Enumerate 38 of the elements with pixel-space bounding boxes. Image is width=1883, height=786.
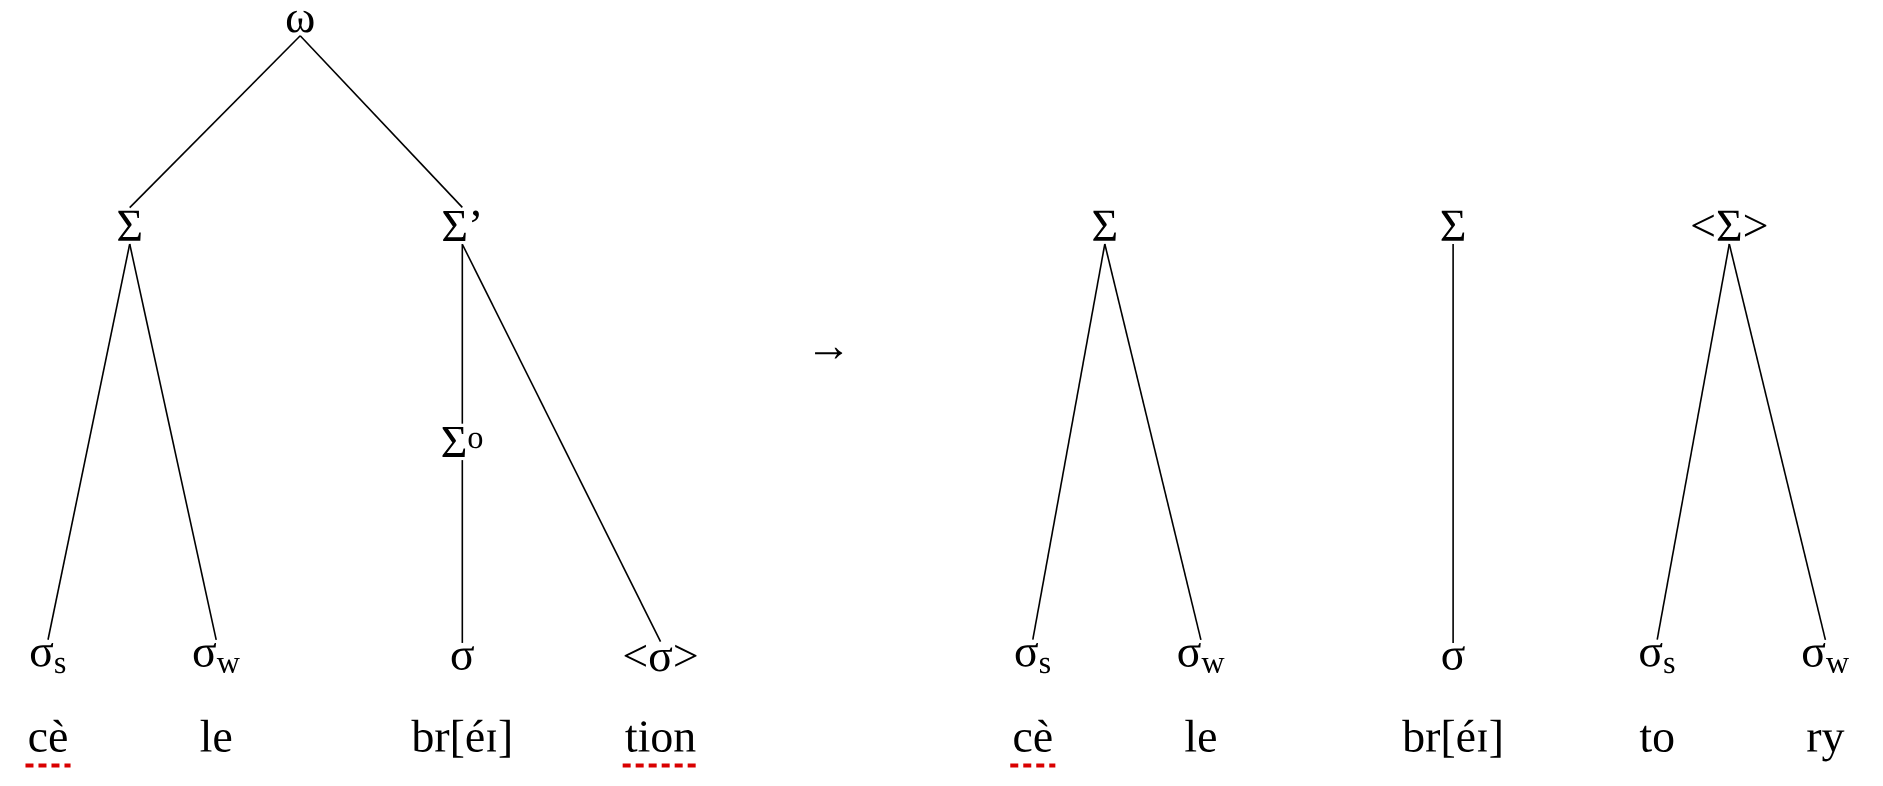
tree-branch <box>1728 243 1827 641</box>
word-syllable: ry <box>1807 729 1845 762</box>
tree-branch <box>128 243 217 641</box>
tree-node-label: ω <box>286 10 314 33</box>
tree-branch <box>461 243 662 643</box>
word-syllable: tion <box>625 721 696 752</box>
tree-branch <box>461 459 464 644</box>
tree-node-label: Σ’ <box>443 210 479 242</box>
tree-node-label: Σ <box>118 210 141 241</box>
word-syllable: to <box>1639 725 1674 752</box>
tree-node-label: <Σ> <box>1692 210 1767 241</box>
tree-node-label: Σ$^{o}$ <box>442 426 483 457</box>
word-syllable: cè <box>29 719 67 752</box>
tree-branch <box>461 243 464 425</box>
transformation-arrow: → <box>815 347 843 359</box>
tree-node-label: Σ <box>1441 210 1465 241</box>
tree-node-label: Σ <box>1093 210 1116 241</box>
tree-branch <box>1656 243 1731 641</box>
word-syllable: le <box>1185 719 1216 752</box>
word-syllable: cè <box>1014 719 1052 752</box>
word-syllable: le <box>200 719 232 752</box>
tree-branch <box>47 243 131 641</box>
tree-node-label: σ$_{w}$ <box>1178 643 1225 674</box>
tree-node-label: σ$_{w}$ <box>1802 643 1849 674</box>
tree-node-label: σ$_{s}$ <box>1015 642 1050 674</box>
tree-node-label: σ$_{s}$ <box>30 642 66 674</box>
tree-branch <box>128 34 301 209</box>
tree-node-label: σ$_{s}$ <box>1640 642 1675 674</box>
tree-branch <box>299 34 464 209</box>
word-syllable: br[éɪ] <box>411 719 510 758</box>
tree-branch <box>1452 243 1454 644</box>
tree-node-label: σ <box>451 646 474 671</box>
tree-node-label: σ <box>1442 646 1465 671</box>
tree-branch <box>1032 243 1106 641</box>
tree-node-label: <σ> <box>624 644 697 672</box>
tree-node-label: σ$_{w}$ <box>193 643 240 674</box>
tree-branch <box>1104 243 1202 641</box>
word-syllable: br[éɪ] <box>1402 719 1501 758</box>
